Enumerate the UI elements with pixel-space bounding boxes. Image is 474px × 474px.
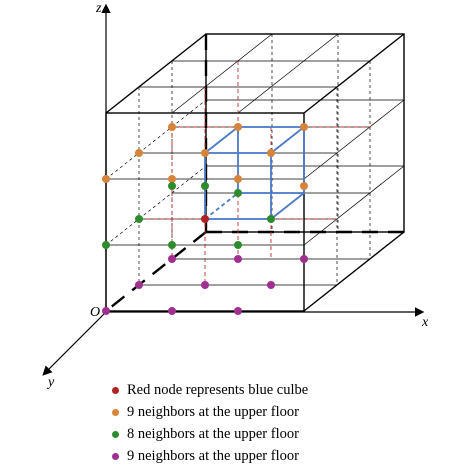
legend-dot-red — [112, 386, 119, 394]
purple-node — [234, 255, 242, 263]
purple-node — [135, 281, 143, 289]
orange-node — [102, 175, 110, 183]
legend-item-purple: 9 neighbors at the upper floor — [112, 445, 462, 467]
purple-node — [201, 281, 209, 289]
green-node — [168, 241, 176, 249]
grid-lines — [105, 33, 405, 286]
blue-cube — [204, 126, 305, 220]
y-axis-label: y — [46, 375, 55, 390]
green-node — [267, 215, 275, 223]
legend-dot-green — [112, 430, 119, 438]
green-node — [168, 182, 176, 190]
green-node — [201, 182, 209, 190]
orange-node — [300, 182, 308, 190]
orange-node — [234, 175, 242, 183]
orange-node — [234, 123, 242, 131]
legend-dot-orange — [112, 408, 119, 416]
purple-node — [168, 307, 176, 315]
green-node — [102, 241, 110, 249]
hidden-edges — [105, 34, 404, 312]
orange-node — [168, 175, 176, 183]
legend-label: 9 neighbors at the upper floor — [127, 447, 299, 464]
z-axis-label: z — [95, 1, 102, 16]
orange-node — [300, 123, 308, 131]
x-axis-label: x — [421, 315, 429, 330]
orange-node — [168, 123, 176, 131]
purple-node — [234, 307, 242, 315]
legend-dot-purple — [112, 452, 119, 460]
orange-node — [267, 149, 275, 157]
orange-node — [135, 149, 143, 157]
red-node — [201, 215, 209, 223]
legend-item-red: Red node represents blue culbe — [112, 379, 462, 401]
purple-node — [168, 255, 176, 263]
green-node — [234, 189, 242, 197]
green-node — [234, 241, 242, 249]
green-node — [135, 215, 143, 223]
y-axis — [42, 311, 107, 376]
red-dashed-lines — [139, 61, 370, 285]
purple-node — [267, 281, 275, 289]
legend-label: 8 neighbors at the upper floor — [127, 425, 299, 442]
legend-label: 9 neighbors at the upper floor — [127, 403, 299, 420]
legend-label: Red node represents blue culbe — [127, 381, 309, 398]
orange-node — [201, 149, 209, 157]
purple-node — [102, 307, 110, 315]
legend-item-orange: 9 neighbors at the upper floor — [112, 401, 462, 423]
nodes — [102, 123, 308, 315]
purple-node — [300, 255, 308, 263]
legend: Red node represents blue culbe 9 neighbo… — [112, 379, 462, 467]
outer-cube — [105, 33, 405, 312]
legend-item-green: 8 neighbors at the upper floor — [112, 423, 462, 445]
origin-label: O — [90, 305, 100, 320]
